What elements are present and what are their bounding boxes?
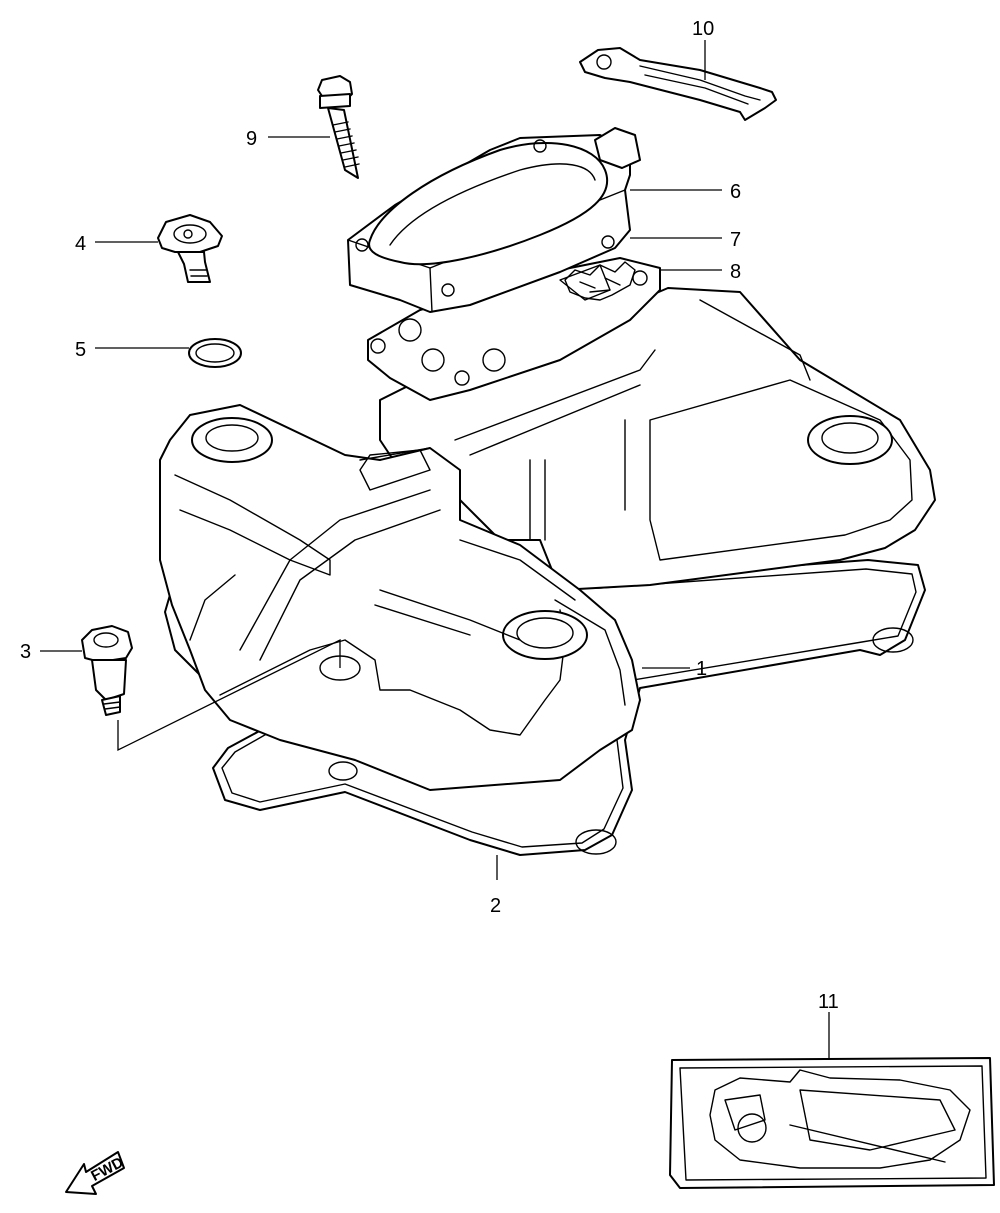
callout-4: 4 (75, 233, 86, 255)
callout-6: 6 (730, 181, 741, 203)
callout-2: 2 (490, 895, 501, 917)
callout-8: 8 (730, 261, 741, 283)
callout-7: 7 (730, 229, 741, 251)
callout-5: 5 (75, 339, 86, 361)
gasket-set-kit[interactable] (669, 1057, 995, 1189)
breather-cover[interactable] (347, 127, 641, 313)
shoulder-bolt[interactable] (81, 625, 341, 752)
callout-10: 10 (692, 18, 714, 40)
leader-lines (40, 40, 830, 1060)
breather-cover-bolt[interactable] (317, 75, 360, 179)
callout-1: 1 (696, 658, 707, 680)
callout-11: 11 (818, 991, 839, 1013)
forward-arrow-icon: FWD (65, 1151, 127, 1195)
o-ring[interactable] (188, 338, 242, 368)
cover-bolt-with-washer[interactable] (157, 214, 223, 283)
breather-clamp-plate[interactable] (579, 47, 777, 121)
callout-9: 9 (246, 128, 257, 150)
callout-labels: 1 2 3 4 5 6 7 8 9 10 11 (20, 18, 839, 1013)
callout-3: 3 (20, 641, 31, 663)
breather-element[interactable] (564, 261, 636, 301)
